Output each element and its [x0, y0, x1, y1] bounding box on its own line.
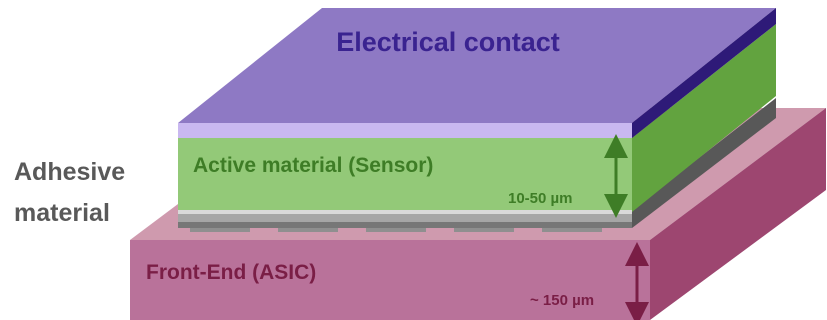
sensor-front-face [178, 138, 632, 212]
sensor-block [178, 24, 776, 214]
active-thickness-label: 10-50 µm [508, 190, 573, 207]
contact-side-face [632, 8, 776, 138]
adhesive-label-line2: material [14, 199, 110, 227]
bump-bond [366, 228, 426, 232]
bump-bond [190, 228, 250, 232]
adhesive-layer [178, 98, 776, 232]
active-material-label: Active material (Sensor) [193, 154, 433, 177]
front-end-thickness-label: ~ 150 µm [530, 292, 594, 309]
adhesive-label-line1: Adhesive [14, 158, 125, 186]
contact-front-face [178, 123, 632, 138]
asic-side-face [650, 108, 826, 320]
adhesive-bottom-strip [178, 222, 632, 228]
bump-bonds [190, 228, 602, 232]
contact-top-face [178, 8, 776, 123]
asic-front-face [130, 240, 650, 320]
electrical-contact-block [178, 8, 776, 138]
sensor-bottom-edge [178, 210, 632, 214]
bump-bond [278, 228, 338, 232]
bump-bond [454, 228, 514, 232]
front-end-label: Front-End (ASIC) [146, 261, 316, 284]
adhesive-side-face [632, 98, 776, 228]
electrical-contact-label: Electrical contact [336, 27, 560, 57]
bump-bond [542, 228, 602, 232]
sensor-side-face [632, 24, 776, 212]
